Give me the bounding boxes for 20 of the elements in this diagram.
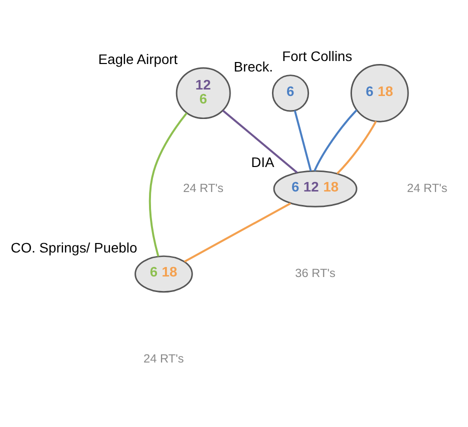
node-label: Breck. [234,58,274,75]
label: 36 RT's [295,266,336,280]
node-label: Eagle Airport [98,51,178,68]
connector [336,120,377,174]
node-label: DIA [251,154,274,170]
connector [294,110,312,172]
connector [184,202,292,262]
connector [314,109,358,172]
label: 24 RT's [183,180,224,195]
node-circle: 6 [272,74,310,112]
node-circle: 12 6 [176,67,231,120]
connector [222,110,298,174]
node-label: CO. Springs/ Pueblo [10,239,138,256]
node-circle: 6 18 [350,64,409,122]
node-ellipse: 6 18 [134,255,193,293]
node-label: Fort Collins [282,48,352,64]
node-ellipse: 6 12 18 [273,170,358,208]
label: 24 RT's [144,351,184,366]
label: 24 RT's [407,180,448,195]
connector [148,112,188,257]
